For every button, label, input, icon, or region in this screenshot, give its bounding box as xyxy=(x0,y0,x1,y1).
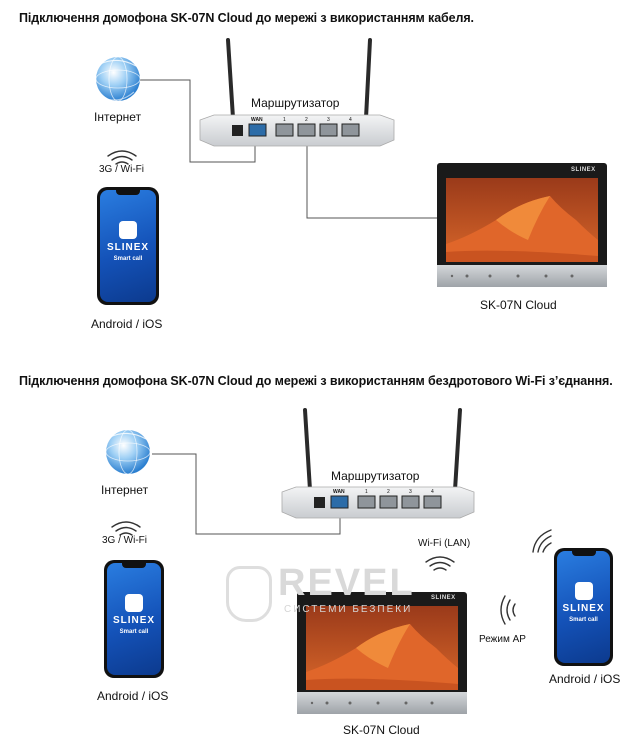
port-3-label: 3 xyxy=(327,117,330,123)
monitor-label: SK-07N Cloud xyxy=(480,298,557,312)
smartphone-left: SLINEX Smart call xyxy=(104,560,164,678)
router-label-2: Маршрутизатор xyxy=(331,469,420,483)
router-label: Маршрутизатор xyxy=(251,96,340,110)
monitor-brand: SLINEX xyxy=(571,167,596,173)
phone-app-name-right: Smart call xyxy=(569,617,598,623)
port-2-label: 2 xyxy=(305,117,308,123)
cable-internet-router-2 xyxy=(152,453,341,535)
right-phone-signal-icon xyxy=(532,529,552,553)
phone-brand-left: SLINEX xyxy=(112,615,156,626)
section-1-title: Підключення домофона SK-07N Cloud до мер… xyxy=(19,11,474,25)
watermark-text: REVEL xyxy=(278,562,415,604)
wireless-label: 3G / Wi-Fi xyxy=(99,164,144,175)
smartphone: SLINEX Smart call xyxy=(97,187,159,305)
ap-mode-signal-icon xyxy=(500,595,516,625)
camera-app-icon-left xyxy=(125,594,143,612)
phone-left-label: Android / iOS xyxy=(97,689,169,703)
ap-mode-label: Режим AP xyxy=(479,634,526,645)
globe-icon-2 xyxy=(105,429,151,475)
camera-app-icon xyxy=(119,221,137,239)
cable-internet-router-1 xyxy=(138,79,256,163)
phone-app-name: Smart call xyxy=(113,256,143,262)
smartphone-right: SLINEX Smart call xyxy=(554,548,613,666)
camera-app-icon-right xyxy=(574,582,593,600)
internet-label-2: Інтернет xyxy=(101,483,149,497)
port-wan-label: WAN xyxy=(251,117,263,123)
wireless-signal-icon xyxy=(107,150,137,165)
wifi-lan-label: Wi-Fi (LAN) xyxy=(418,538,471,549)
phone-brand-right: SLINEX xyxy=(562,603,605,614)
globe-icon xyxy=(95,56,141,102)
port-1-label-2: 1 xyxy=(365,489,368,495)
phone-app-name-left: Smart call xyxy=(119,629,149,635)
port-3-label-2: 3 xyxy=(409,489,412,495)
router-device xyxy=(199,38,395,147)
monitor-label-2: SK-07N Cloud xyxy=(343,723,420,737)
wireless-signal-icon-2 xyxy=(111,521,141,536)
internet-label: Інтернет xyxy=(94,110,142,124)
port-4-label: 4 xyxy=(349,117,352,123)
router-device-2 xyxy=(281,408,475,519)
intercom-monitor xyxy=(437,163,607,287)
port-2-label-2: 2 xyxy=(387,489,390,495)
watermark-subtext: СИСТЕМИ БЕЗПЕКИ xyxy=(284,604,413,615)
port-wan-label-2: WAN xyxy=(333,489,345,495)
section-2-title: Підключення домофона SK-07N Cloud до мер… xyxy=(19,374,613,388)
monitor-brand-2: SLINEX xyxy=(431,595,456,601)
port-1-label: 1 xyxy=(283,117,286,123)
phone-brand: SLINEX xyxy=(106,242,150,253)
port-4-label-2: 4 xyxy=(431,489,434,495)
wireless-label-2: 3G / Wi-Fi xyxy=(102,535,147,546)
phone-label: Android / iOS xyxy=(91,317,163,331)
watermark-shield-icon xyxy=(226,566,272,622)
intercom-monitor-2 xyxy=(297,592,467,714)
phone-right-label: Android / iOS xyxy=(549,672,621,686)
wifi-lan-signal-icon xyxy=(425,556,455,571)
cable-router-monitor-1 xyxy=(306,140,438,219)
